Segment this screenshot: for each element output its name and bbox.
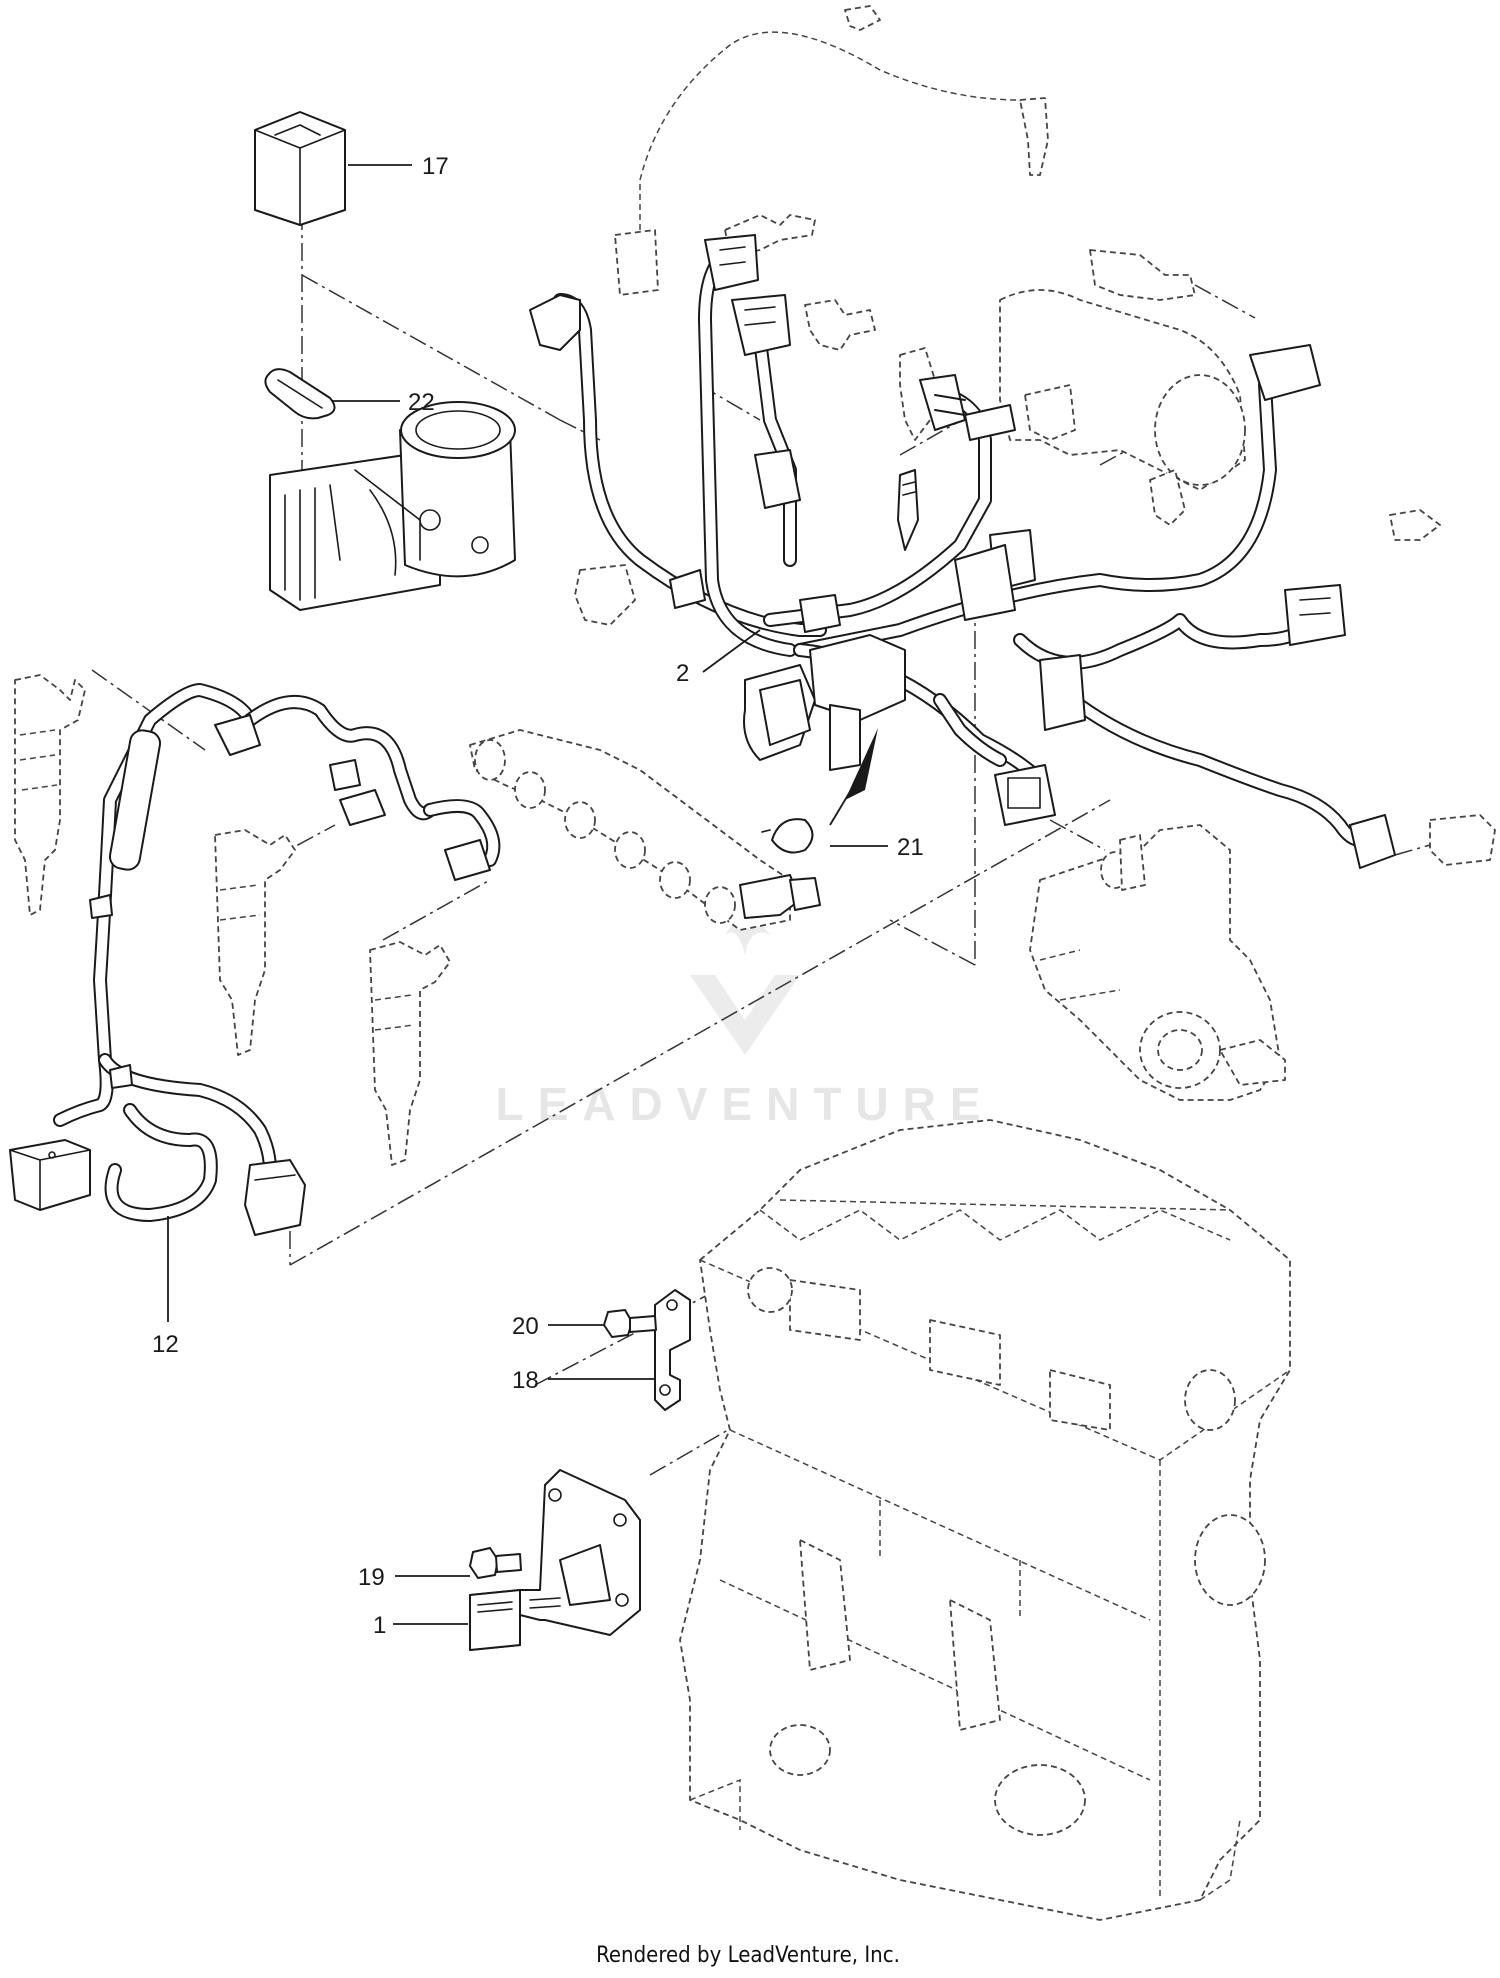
watermark-text: LEADVENTURE xyxy=(495,1078,994,1130)
callout-21: 21 xyxy=(897,834,924,861)
part-18-bracket xyxy=(654,1289,691,1411)
watermark: LEADVENTURE xyxy=(495,917,994,1130)
callout-2: 2 xyxy=(676,660,689,687)
part-20-bolt xyxy=(603,1309,657,1338)
callout-12: 12 xyxy=(152,1331,179,1358)
fuel-rail xyxy=(469,729,821,931)
part-12-injector-harness xyxy=(9,683,501,1236)
injector-3 xyxy=(369,941,451,1166)
part-17-cap xyxy=(254,111,346,226)
injectors xyxy=(14,674,451,1166)
callout-1: 1 xyxy=(373,1612,386,1639)
part-21-clamp xyxy=(761,728,878,854)
callout-22: 22 xyxy=(408,389,435,416)
injector-2 xyxy=(214,829,296,1056)
part-2-engine-harness xyxy=(529,234,1396,869)
hp-pump xyxy=(1029,824,1286,1101)
ghost-sensors-top xyxy=(574,5,1496,866)
throttle-body xyxy=(269,401,516,611)
callout-17: 17 xyxy=(422,153,449,180)
callout-18: 18 xyxy=(512,1367,539,1394)
callout-labels: 17 22 2 21 12 20 18 19 1 xyxy=(152,153,924,1639)
part-22-gasket xyxy=(264,368,336,420)
watermark-logo-icon xyxy=(690,975,800,1055)
engine-block xyxy=(679,1119,1291,1921)
part-19-bolt xyxy=(469,1547,522,1579)
injector-1 xyxy=(14,674,86,916)
callout-leaders xyxy=(167,164,888,1625)
footer-credit: Rendered by LeadVenture, Inc. xyxy=(596,1943,900,1968)
callout-20: 20 xyxy=(512,1313,539,1340)
part-1-mount xyxy=(469,1469,641,1651)
callout-19: 19 xyxy=(358,1564,385,1591)
